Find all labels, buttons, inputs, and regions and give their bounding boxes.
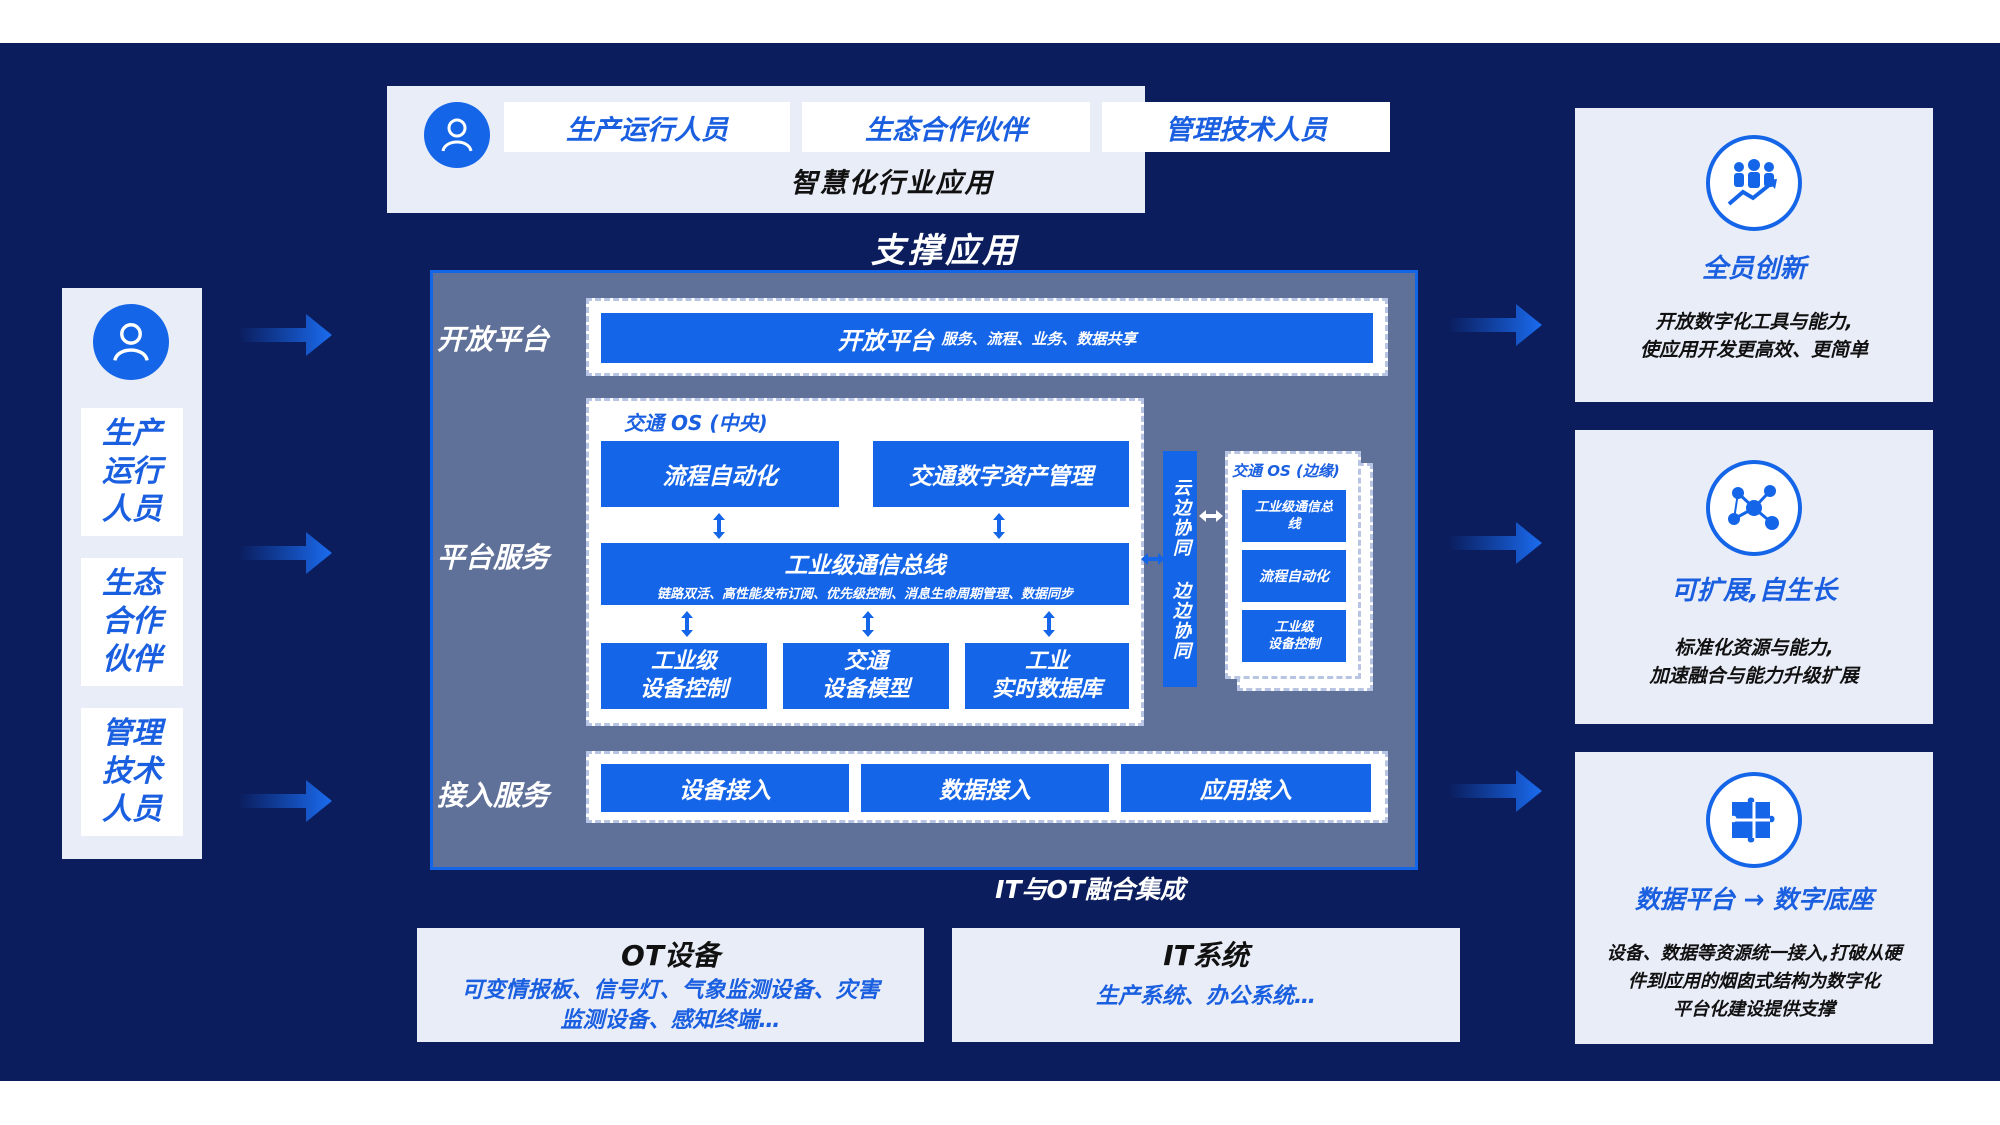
platform-frame: 开放平台 平台服务 接入服务 开放平台 服务、流程、业务、数据共享 交通 OS … [430,270,1418,870]
arrow-right-icon [238,314,332,356]
edge-os-panel: 交通 OS (边缘) 工业级通信总 线 流程自动化 工业级 设备控制 [1225,451,1361,679]
bidirectional-arrow-icon [713,513,725,539]
industrial-bus-subtitle: 链路双活、高性能发布订阅、优先级控制、消息生命周期管理、数据同步 [656,587,1073,602]
industrial-bus-title: 工业级通信总线 [784,553,946,579]
feature-card-data-platform: 数据平台 → 数字底座 设备、数据等资源统一接入,打破从硬 件到应用的烟囱式结构… [1575,752,1933,1044]
open-platform-title: 开放平台 [837,326,934,355]
bidirectional-arrow-icon [1141,553,1165,565]
arrow-right-icon [238,532,332,574]
edge-bus-box: 工业级通信总 线 [1242,490,1346,542]
ot-devices-desc: 可变情报板、信号灯、气象监测设备、灾害监测设备、感知终端… [461,978,880,1033]
central-os-panel: 交通 OS (中央) 流程自动化 交通数字资产管理 工业级通信总线 链路双活、高… [586,398,1144,726]
innovation-desc: 开放数字化工具与能力, 使应用开发更高效、更简单 [1639,311,1868,361]
scalable-title: 可扩展,自生长 [1671,575,1837,606]
arrow-right-icon [1448,304,1542,346]
arrow-right-icon [1448,522,1542,564]
network-nodes-icon [1706,460,1802,556]
bidirectional-arrow-icon [681,611,693,637]
open-platform-bar: 开放平台 服务、流程、业务、数据共享 [601,313,1373,363]
cloud-edge-collab-strip: 云边协同 边边协同 [1163,451,1197,687]
smart-apps-caption: 智慧化行业应用 [790,167,994,199]
feature-card-innovation: 全员创新 开放数字化工具与能力, 使应用开发更高效、更简单 [1575,108,1933,402]
it-systems-panel: IT系统 生产系统、办公系统… [952,928,1460,1042]
row-label-platform-services: 平台服务 [436,541,549,574]
smart-apps-panel: 生产运行人员 生态合作伙伴 管理技术人员 智慧化行业应用 [387,86,1390,213]
device-control-box: 工业级 设备控制 [601,643,767,709]
arrow-right-icon [1448,770,1542,812]
device-model-box: 交通 设备模型 [783,643,949,709]
user-icon [424,102,490,168]
row-label-open-platform: 开放平台 [436,323,549,356]
left-role-panel: 生产 运行 人员 生态 合作 伙伴 管理 技术 人员 [62,288,202,859]
data-access-box: 数据接入 [861,764,1109,812]
it-systems-title: IT系统 [1163,939,1249,972]
bidirectional-arrow-icon [862,611,874,637]
industrial-bus-box: 工业级通信总线 链路双活、高性能发布订阅、优先级控制、消息生命周期管理、数据同步 [601,543,1129,605]
open-platform-subtitle: 服务、流程、业务、数据共享 [941,329,1137,348]
digital-asset-mgmt-box: 交通数字资产管理 [873,441,1129,507]
role-tab-ecosystem: 生态合作伙伴 [802,102,1090,152]
edge-device-control-box: 工业级 设备控制 [1242,610,1346,662]
edge-os-title: 交通 OS (边缘) [1232,462,1340,480]
role-tab-production: 生产运行人员 [504,102,790,152]
process-automation-box: 流程自动化 [601,441,839,507]
access-row: 设备接入 数据接入 应用接入 [586,751,1388,823]
feature-card-scalable: 可扩展,自生长 标准化资源与能力, 加速融合与能力升级扩展 [1575,430,1933,724]
edge-process-box: 流程自动化 [1242,550,1346,602]
bidirectional-arrow-icon [1043,611,1055,637]
data-platform-title: 数据平台 → 数字底座 [1634,885,1874,914]
device-access-box: 设备接入 [601,764,849,812]
left-role-ecosystem: 生态 合作 伙伴 [81,558,183,686]
app-access-box: 应用接入 [1121,764,1371,812]
support-title: 支撑应用 [871,230,1019,271]
ot-devices-panel: OT设备 可变情报板、信号灯、气象监测设备、灾害监测设备、感知终端… [417,928,924,1042]
innovation-title: 全员创新 [1701,253,1806,284]
left-role-production: 生产 运行 人员 [81,408,183,536]
ot-devices-title: OT设备 [621,939,720,972]
bidirectional-arrow-icon [1199,510,1223,522]
user-icon [93,304,169,380]
left-role-management: 管理 技术 人员 [81,708,183,836]
central-os-title: 交通 OS (中央) [624,411,768,435]
open-platform-row: 开放平台 服务、流程、业务、数据共享 [586,298,1388,376]
team-growth-icon [1706,135,1802,231]
data-platform-desc: 设备、数据等资源统一接入,打破从硬 件到应用的烟囱式结构为数字化 平台化建设提供… [1606,943,1902,1020]
integration-label: IT与OT融合集成 [995,875,1185,904]
puzzle-icon [1706,772,1802,868]
role-tab-management: 管理技术人员 [1102,102,1390,152]
row-label-access-services: 接入服务 [436,779,549,812]
arrow-right-icon [238,780,332,822]
it-systems-desc: 生产系统、办公系统… [1095,984,1316,1009]
scalable-desc: 标准化资源与能力, 加速融合与能力升级扩展 [1649,637,1859,687]
bidirectional-arrow-icon [993,513,1005,539]
realtime-db-box: 工业 实时数据库 [965,643,1129,709]
